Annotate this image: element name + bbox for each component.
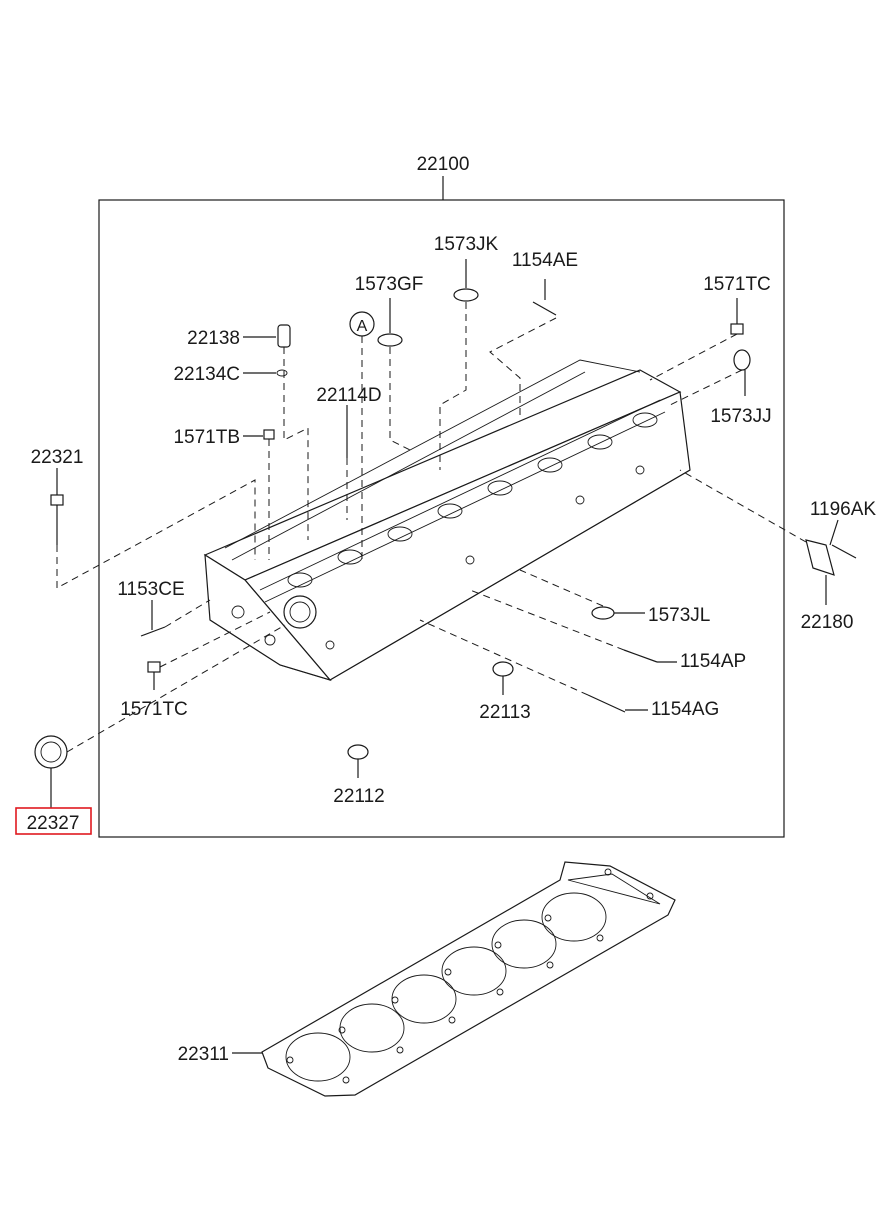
label-22327[interactable]: 22327 — [27, 813, 80, 834]
bolt-1196ak — [831, 544, 857, 559]
label-1571tc-bot[interactable]: 1571TC — [120, 699, 188, 720]
assembly-frame — [98, 199, 785, 838]
dashed-lines — [56, 302, 807, 753]
seal-1573jj — [733, 349, 751, 371]
label-22112[interactable]: 22112 — [333, 786, 384, 807]
label-1154ap[interactable]: 1154AP — [680, 651, 746, 672]
label-1154ae[interactable]: 1154AE — [512, 250, 578, 271]
oil-seal-22327 — [34, 735, 68, 769]
plug-22112 — [347, 744, 369, 760]
cap-1571tb — [263, 429, 275, 440]
leader-lines — [50, 259, 839, 1054]
oring-22134c — [276, 369, 288, 377]
part-labels: 1573JK 1154AE 1573GF 1571TC 22138 22134C… — [15, 234, 877, 1065]
cover-22180 — [805, 539, 835, 576]
stud-1154ap — [623, 649, 658, 663]
stud-1154ae — [532, 301, 557, 316]
label-22180[interactable]: 22180 — [801, 612, 854, 633]
plug-1573jl — [591, 606, 615, 620]
plug-22113 — [492, 661, 514, 677]
label-1573jj[interactable]: 1573JJ — [710, 406, 771, 427]
cap-1571tc-bot — [147, 661, 161, 673]
assembly-label[interactable]: 22100 — [417, 154, 470, 175]
label-22311[interactable]: 22311 — [178, 1044, 229, 1065]
label-1573gf[interactable]: 1573GF — [355, 274, 424, 295]
head-gasket — [261, 861, 676, 1097]
label-22113[interactable]: 22113 — [479, 702, 530, 723]
bolt-22321-head — [50, 494, 64, 506]
cap-1571tc-top — [730, 323, 744, 335]
label-1571tc-top[interactable]: 1571TC — [703, 274, 771, 295]
highlight-box-22327 — [15, 807, 92, 835]
marker-a: A — [357, 318, 368, 335]
sensor-22138 — [277, 324, 291, 348]
label-1196ak[interactable]: 1196AK — [810, 499, 877, 520]
label-1571tb[interactable]: 1571TB — [173, 427, 240, 448]
label-22321[interactable]: 22321 — [31, 447, 84, 468]
plug-1573jk — [453, 288, 479, 302]
label-1154ag[interactable]: 1154AG — [651, 699, 719, 720]
label-22138[interactable]: 22138 — [187, 328, 240, 349]
label-22134c[interactable]: 22134C — [173, 364, 240, 385]
plug-1573gf — [377, 333, 403, 347]
label-22114d[interactable]: 22114D — [316, 385, 381, 406]
stud-1153ce — [140, 626, 166, 637]
label-1573jk[interactable]: 1573JK — [434, 234, 499, 255]
cylinder-head — [203, 359, 691, 682]
label-1153ce[interactable]: 1153CE — [117, 579, 184, 600]
stud-1154ag — [587, 694, 626, 713]
label-1573jl[interactable]: 1573JL — [648, 605, 710, 626]
